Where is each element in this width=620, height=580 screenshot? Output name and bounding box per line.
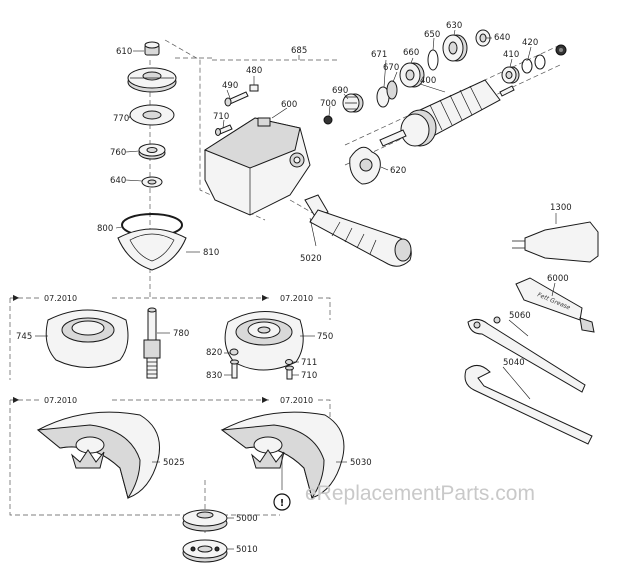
part-490-screw <box>224 91 249 107</box>
date-label-3: 07.2010 <box>44 396 77 405</box>
part-640-bushing <box>141 176 163 188</box>
part-630-bearing <box>442 34 468 62</box>
label-5040: 5040 <box>503 358 525 368</box>
label-640-top: 640 <box>494 33 510 43</box>
watermark: eReplacementParts.com <box>305 482 535 505</box>
label-711: 711 <box>301 358 317 368</box>
part-770-washer <box>129 104 175 126</box>
part-magnet-dot <box>555 44 567 56</box>
label-690: 690 <box>332 86 348 96</box>
label-810: 810 <box>203 248 219 258</box>
label-480: 480 <box>246 66 262 76</box>
label-620: 620 <box>390 166 406 176</box>
label-670: 670 <box>383 63 399 73</box>
label-745: 745 <box>16 332 32 342</box>
label-800: 800 <box>97 224 113 234</box>
date-label-4: 07.2010 <box>280 396 313 405</box>
date-arrow-3: ▶ <box>13 395 20 404</box>
date-label-1: 07.2010 <box>44 294 77 303</box>
label-780: 780 <box>173 329 189 339</box>
part-600-gear-housing <box>203 117 311 216</box>
part-6000-grease-tube: Fett Grease <box>515 277 595 333</box>
part-5030-wheel-guard <box>220 411 345 500</box>
label-400: 400 <box>420 76 436 86</box>
label-610: 610 <box>116 47 132 57</box>
part-810-gasket <box>117 228 187 271</box>
label-685: 685 <box>291 46 307 56</box>
part-660-bearing <box>399 62 425 88</box>
part-5020-side-handle <box>304 194 412 267</box>
leader-lines <box>35 29 557 550</box>
part-711-washer <box>285 359 293 365</box>
part-750-bearing-flange <box>224 311 304 371</box>
label-5060: 5060 <box>509 311 531 321</box>
date-arrow-2: ▶ <box>262 293 269 302</box>
part-690-pinion <box>342 93 364 113</box>
part-650-ring <box>427 49 439 71</box>
label-420: 420 <box>522 38 538 48</box>
label-640-left: 640 <box>110 176 126 186</box>
label-490: 490 <box>222 81 238 91</box>
label-700: 700 <box>320 99 336 109</box>
part-420-clip <box>521 54 546 74</box>
date-arrow-1: ▶ <box>13 293 20 302</box>
part-1300-plug <box>512 221 599 263</box>
part-5060-pin-wrench <box>467 316 586 393</box>
part-780-spindle <box>143 307 161 379</box>
part-5010-clamp-nut <box>182 539 228 563</box>
part-820-washer <box>229 348 239 356</box>
caution-icon: ! <box>273 493 291 511</box>
part-400-armature <box>379 79 515 147</box>
label-5020: 5020 <box>300 254 322 264</box>
label-830: 830 <box>206 371 222 381</box>
label-820: 820 <box>206 348 222 358</box>
label-600: 600 <box>281 100 297 110</box>
part-410-bearing <box>501 66 520 84</box>
label-671: 671 <box>371 50 387 60</box>
part-620-flange <box>349 146 381 185</box>
caution-mark: ! <box>280 498 285 509</box>
revision-date-labels: ▶ 07.2010 ▶ 07.2010 ▶ 07.2010 ▶ 07.2010 <box>13 293 313 405</box>
label-1300: 1300 <box>550 203 572 213</box>
label-660: 660 <box>403 48 419 58</box>
label-710-right: 710 <box>301 371 317 381</box>
label-760: 760 <box>110 148 126 158</box>
date-arrow-4: ▶ <box>262 395 269 404</box>
label-650: 650 <box>424 30 440 40</box>
label-410: 410 <box>503 50 519 60</box>
part-710-screw-b <box>285 365 294 380</box>
part-5040-open-wrench <box>464 365 593 445</box>
label-6000: 6000 <box>547 274 569 284</box>
label-5025: 5025 <box>163 458 185 468</box>
label-630: 630 <box>446 21 462 31</box>
label-710-top: 710 <box>213 112 229 122</box>
part-830-screw <box>230 359 239 379</box>
label-5000: 5000 <box>236 514 258 524</box>
part-745-guard-flange <box>45 309 129 368</box>
date-label-2: 07.2010 <box>280 294 313 303</box>
label-5010: 5010 <box>236 545 258 555</box>
part-610-nut <box>144 41 160 56</box>
part-5025-wheel-guard <box>36 411 160 500</box>
label-770: 770 <box>113 114 129 124</box>
part-480-clip <box>249 84 259 92</box>
part-710-screw <box>215 124 233 136</box>
label-5030: 5030 <box>350 458 372 468</box>
part-670-ring <box>386 80 398 100</box>
label-750: 750 <box>317 332 333 342</box>
part-labels: 610 685 671 670 660 650 630 640 420 410 … <box>16 21 572 555</box>
part-700-nut <box>323 115 333 125</box>
part-770-bevel-gear <box>127 67 177 93</box>
part-760-bearing <box>138 143 166 160</box>
part-5000-inner-flange <box>182 509 228 532</box>
